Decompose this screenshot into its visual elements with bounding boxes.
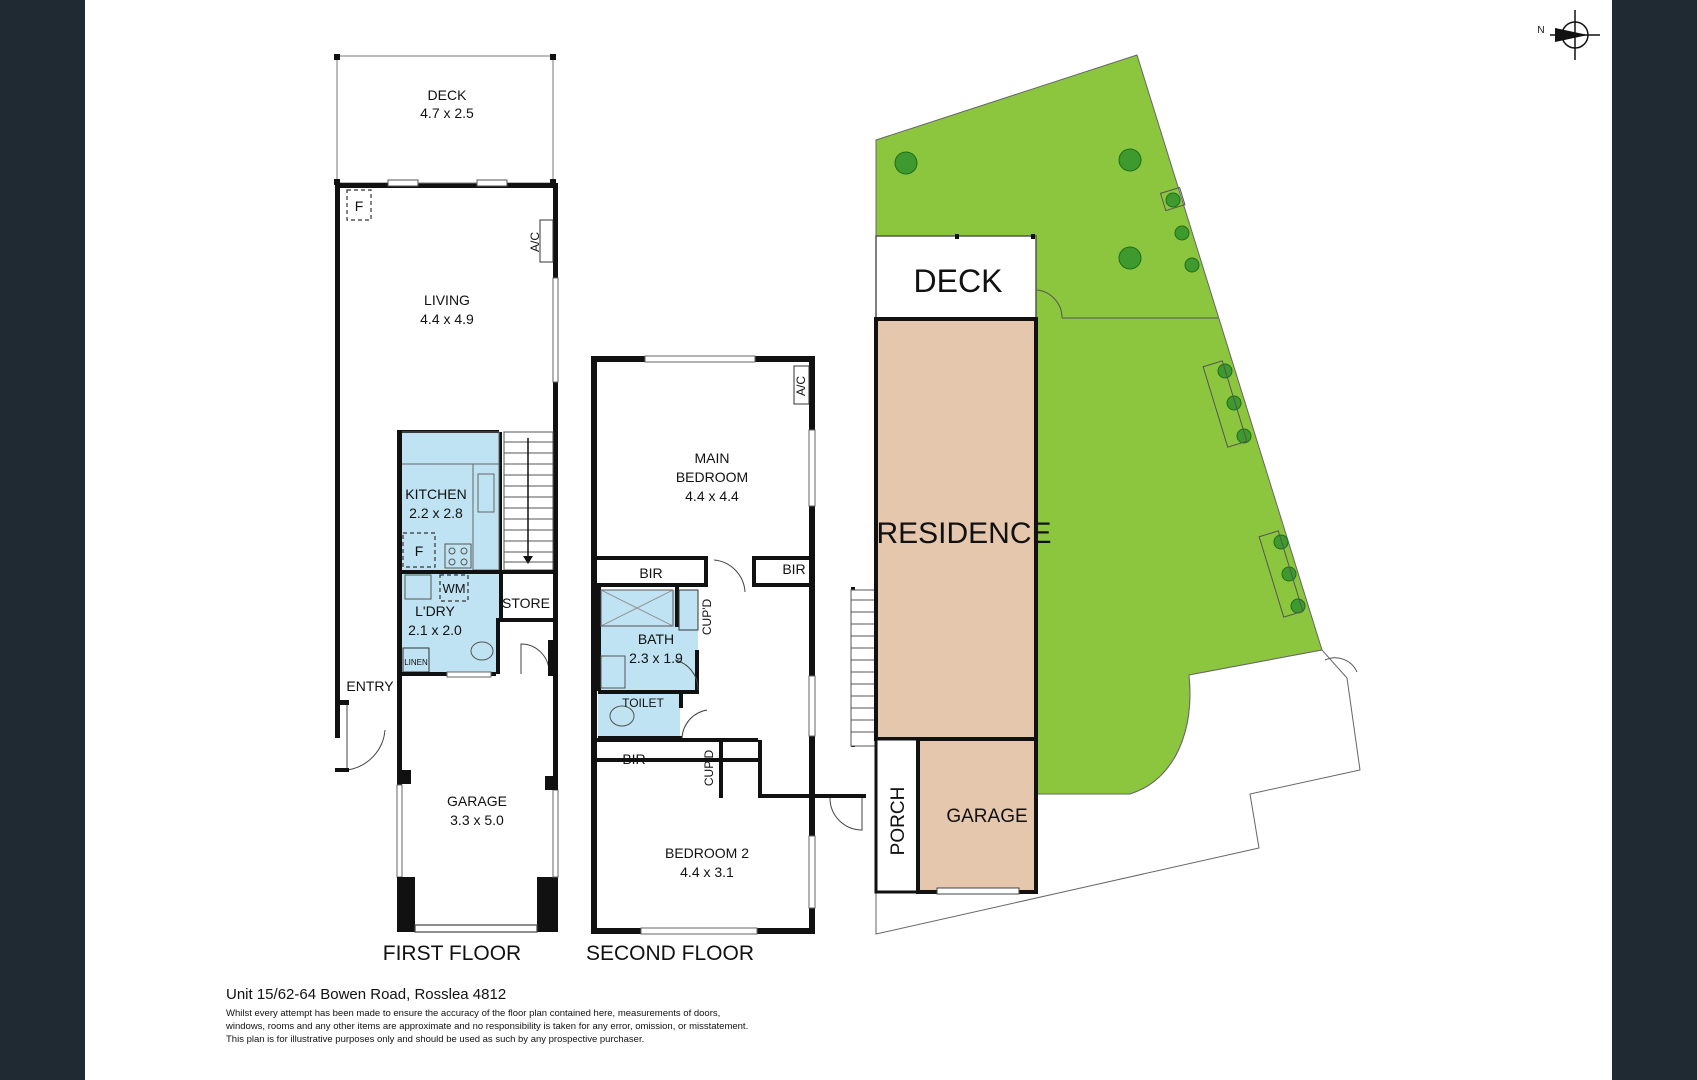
deck-name: DECK [428, 87, 468, 103]
tree-icon [894, 148, 1142, 270]
bath-dims: 2.3 x 1.9 [629, 650, 683, 666]
shower [600, 589, 674, 627]
deck-outline [336, 55, 554, 184]
main-bedroom-dims: 4.4 x 4.4 [685, 488, 739, 504]
site-deck [875, 235, 1037, 321]
fridge-outline-kitchen [402, 532, 436, 568]
toilet-label: TOILET [622, 696, 664, 710]
laundry-toilet [470, 641, 494, 661]
porch [874, 737, 920, 894]
bedroom2-dims: 4.4 x 3.1 [680, 864, 734, 880]
kitchen-name: KITCHEN [405, 486, 466, 502]
garage-dims: 3.3 x 5.0 [450, 812, 504, 828]
first-floor-plan [334, 54, 559, 933]
ac-label-first: A/C [528, 232, 542, 252]
toilet-pan [609, 705, 635, 727]
entry-label: ENTRY [346, 678, 394, 694]
site-labels: DECK RESIDENCE GARAGE PORCH N [876, 25, 1544, 855]
cupd-label-2: CUP'D [702, 750, 716, 787]
site-garage-label: GARAGE [946, 806, 1027, 827]
toilet-wet-area [598, 694, 680, 738]
laundry-tub [404, 574, 432, 600]
disclaimer-line: Whilst every attempt has been made to en… [226, 1008, 721, 1019]
wm-label: WM [442, 581, 465, 596]
site-deck-label: DECK [914, 263, 1003, 299]
garage-name: GARAGE [447, 793, 507, 809]
second-floor-labels: MAIN BEDROOM 4.4 x 4.4 BATH 2.3 x 1.9 BE… [622, 376, 808, 880]
main-bedroom-name-1: MAIN [695, 450, 730, 466]
fridge-label: F [415, 543, 424, 559]
fireplace-label: F [355, 198, 364, 214]
porch-label: PORCH [888, 787, 909, 856]
first-floor-labels: DECK 4.7 x 2.5 LIVING 4.4 x 4.9 KITCHEN … [346, 87, 550, 828]
second-floor-title: SECOND FLOOR [586, 942, 754, 965]
bath-wet-area [598, 590, 698, 690]
north-arrow-icon [1550, 10, 1600, 60]
living-name: LIVING [424, 292, 470, 308]
bir-label-2: BIR [782, 561, 805, 577]
floor-plan-sheet: DECK 4.7 x 2.5 LIVING 4.4 x 4.9 KITCHEN … [85, 0, 1612, 1080]
residence-footprint [874, 317, 1038, 741]
floor-plan-drawing: DECK 4.7 x 2.5 LIVING 4.4 x 4.9 KITCHEN … [334, 10, 1600, 965]
linen-label: LINEN [404, 658, 428, 667]
kitchen-wet-area [401, 432, 499, 570]
kitchen-sink [477, 473, 495, 513]
bath-name: BATH [638, 631, 674, 647]
laundry-dims: 2.1 x 2.0 [408, 622, 462, 638]
kitchen-dims: 2.2 x 2.8 [409, 505, 463, 521]
living-dims: 4.4 x 4.9 [420, 311, 474, 327]
main-bedroom-name-2: BEDROOM [676, 469, 748, 485]
disclaimer-line: This plan is for illustrative purposes o… [226, 1034, 645, 1045]
deck-dims: 4.7 x 2.5 [420, 105, 474, 121]
bir-label-1: BIR [639, 565, 662, 581]
cooktop [444, 543, 472, 569]
hedge-icon [1165, 192, 1306, 614]
bedroom2-name: BEDROOM 2 [665, 845, 749, 861]
residence-label: RESIDENCE [876, 517, 1051, 550]
north-label: N [1537, 25, 1544, 36]
ac-label-second: A/C [794, 376, 808, 396]
property-address: Unit 15/62-64 Bowen Road, Rosslea 4812 [226, 986, 507, 1003]
site-plan [874, 10, 1600, 935]
first-floor-title: FIRST FLOOR [383, 942, 521, 965]
bir-label-3: BIR [622, 751, 645, 767]
floor-titles: FIRST FLOOR SECOND FLOOR [383, 942, 754, 965]
disclaimer-line: windows, rooms and any other items are a… [226, 1021, 749, 1032]
cupd-label-1: CUP'D [700, 599, 714, 636]
bath-vanity [600, 655, 626, 689]
laundry-name: L'DRY [415, 603, 455, 619]
store-label: STORE [502, 595, 550, 611]
disclaimer: Whilst every attempt has been made to en… [226, 1007, 866, 1046]
washing-machine-outline [439, 574, 469, 602]
laundry-wet-area [401, 570, 499, 674]
